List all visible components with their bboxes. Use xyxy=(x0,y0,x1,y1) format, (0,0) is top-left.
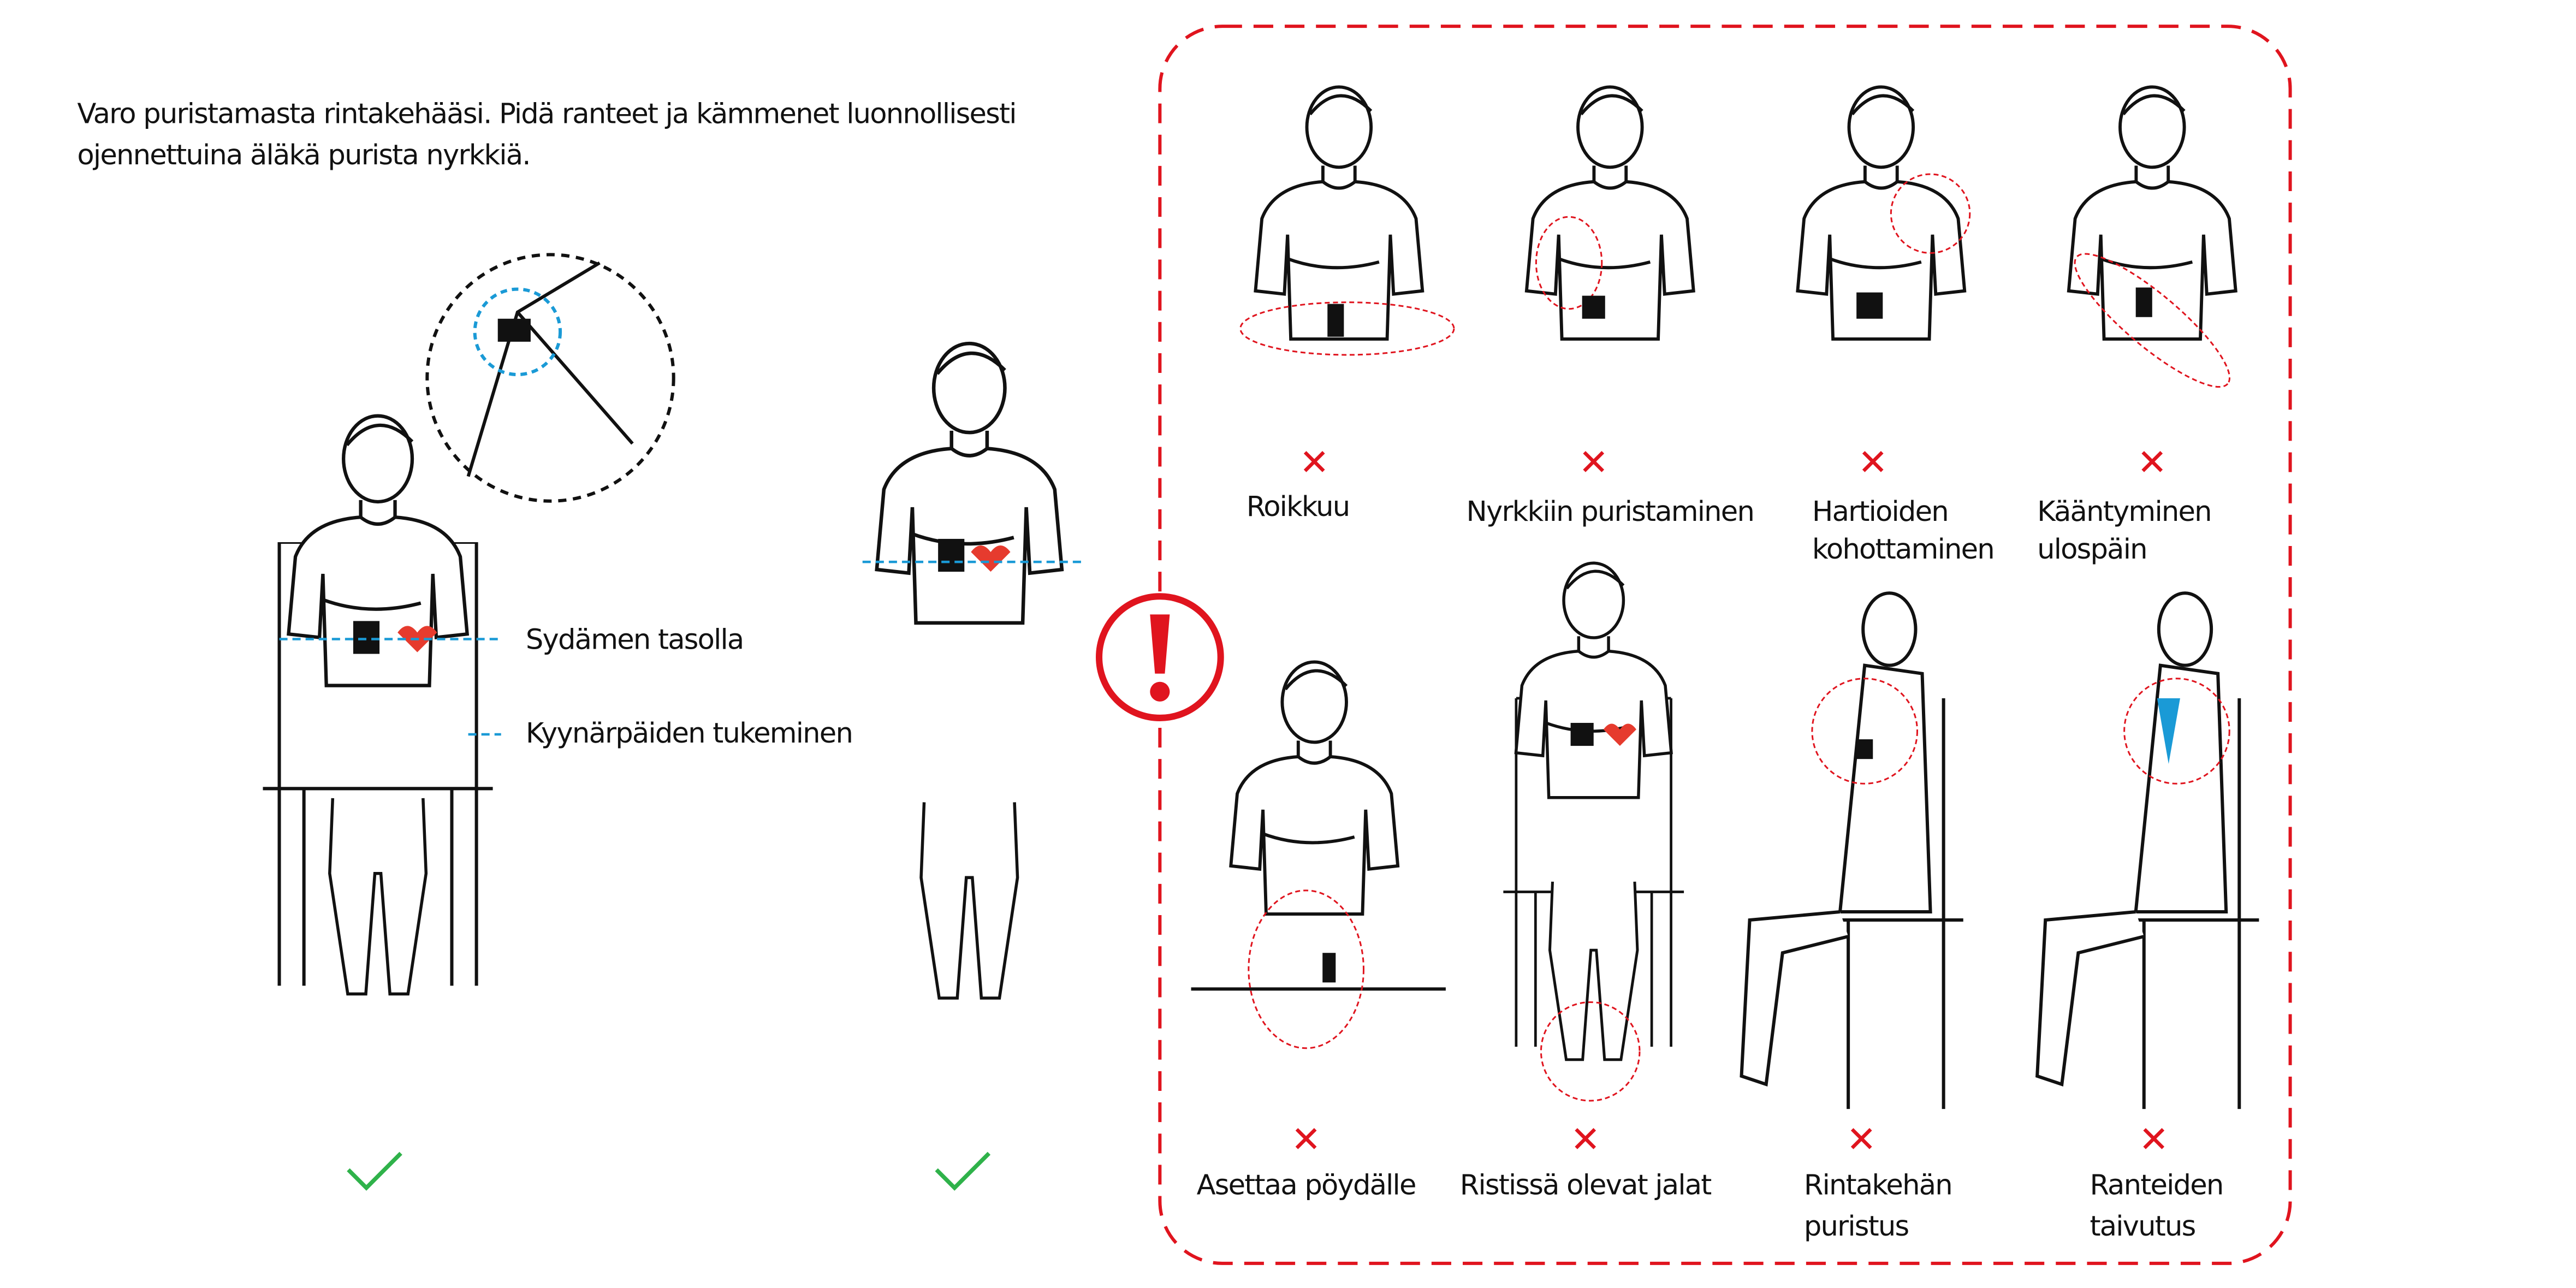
label-on-table: Asettaa pöydälle xyxy=(1196,1170,1417,1203)
label-wrist-bent-1: Ranteiden xyxy=(2090,1170,2224,1203)
wrong-x-icon: ✕ xyxy=(1299,443,1329,485)
warning-exclamation-icon xyxy=(1096,593,1224,721)
posture-fist-illustration xyxy=(1503,82,1717,435)
posture-hanging-illustration xyxy=(1239,82,1455,356)
wrong-x-icon: ✕ xyxy=(1578,443,1609,485)
wrong-x-icon: ✕ xyxy=(2137,443,2168,485)
label-shoulders-1: Hartioiden xyxy=(1812,496,1949,529)
check-icon xyxy=(347,1152,402,1191)
wrong-x-icon: ✕ xyxy=(1570,1120,1601,1162)
label-crossed-legs: Ristissä olevat jalat xyxy=(1459,1170,1712,1203)
posture-wrist-bent-illustration xyxy=(2035,591,2259,1109)
posture-crossed-legs-illustration xyxy=(1495,559,1692,1102)
standing-correct-illustration xyxy=(862,329,1084,1101)
wrong-x-icon: ✕ xyxy=(1846,1120,1877,1162)
intro-line-1: Varo puristamasta rintakehääsi. Pidä ran… xyxy=(77,98,1017,132)
label-fist: Nyrkkiin puristaminen xyxy=(1466,496,1755,529)
posture-turned-outward-illustration xyxy=(2045,82,2259,388)
label-chest-2: puristus xyxy=(1803,1210,1909,1244)
check-icon xyxy=(935,1152,991,1191)
guide-lines xyxy=(279,638,501,736)
wrong-x-icon: ✕ xyxy=(1291,1120,1321,1162)
seated-correct-illustration xyxy=(263,411,492,1166)
intro-line-2: ojennettuina äläkä purista nyrkkiä. xyxy=(77,139,531,173)
posture-shoulders-raised-illustration xyxy=(1774,82,1971,435)
posture-on-table-illustration xyxy=(1191,657,1446,1049)
label-hanging: Roikkuu xyxy=(1246,491,1350,524)
label-wrist-bent-2: taivutus xyxy=(2090,1210,2196,1244)
wrist-zoom-bubble xyxy=(425,253,675,503)
label-turned-1: Kääntyminen xyxy=(2037,496,2212,529)
label-turned-2: ulospäin xyxy=(2037,533,2147,567)
label-shoulders-2: kohottaminen xyxy=(1812,533,1995,567)
elbow-support-label: Kyynärpäiden tukeminen xyxy=(525,717,853,751)
wrong-x-icon: ✕ xyxy=(2139,1120,2169,1162)
label-chest-1: Rintakehän xyxy=(1803,1170,1953,1203)
wrong-x-icon: ✕ xyxy=(1857,443,1888,485)
heart-level-label: Sydämen tasolla xyxy=(525,624,744,657)
posture-chest-compression-illustration xyxy=(1740,591,1963,1109)
